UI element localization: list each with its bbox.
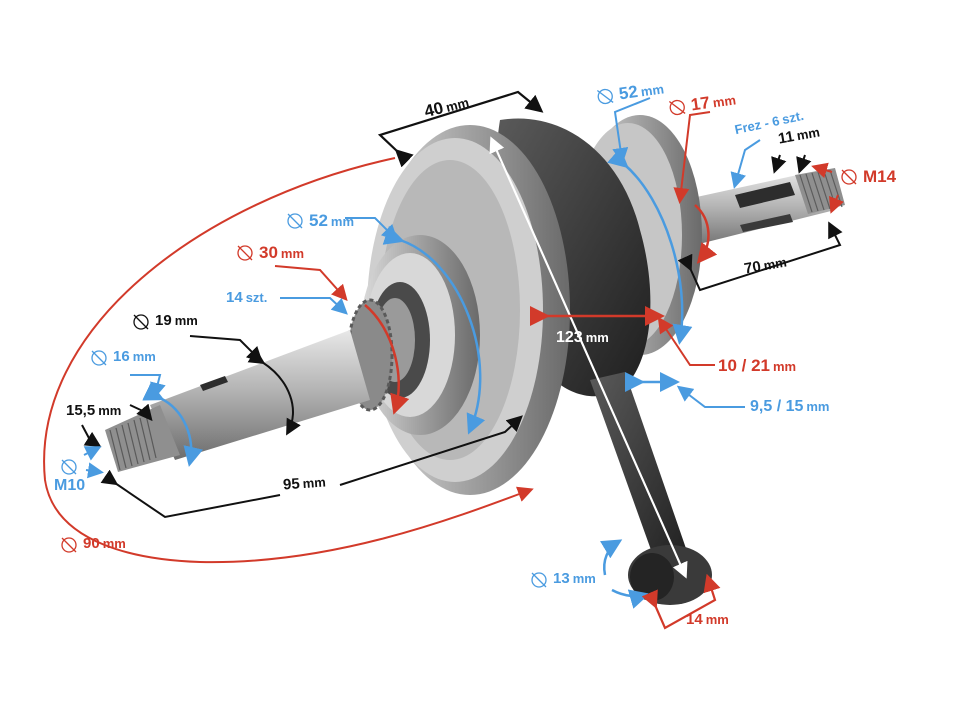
diameter-icon <box>530 571 548 589</box>
label-thread-left: M10 <box>54 458 85 494</box>
connecting-rod <box>590 372 712 605</box>
flywheel-diameter-arc <box>43 157 534 564</box>
diameter-icon <box>90 349 108 367</box>
diameter-icon <box>60 458 78 476</box>
diameter-icon <box>286 212 304 230</box>
diameter-icon <box>595 86 615 106</box>
diameter-icon <box>60 536 78 554</box>
label-thread-right: M14 <box>840 168 896 186</box>
diameter-icon <box>132 313 150 331</box>
diameter-icon <box>667 97 687 117</box>
diameter-icon <box>840 168 858 186</box>
diameter-icon <box>236 244 254 262</box>
width-40-dimension <box>377 90 544 168</box>
